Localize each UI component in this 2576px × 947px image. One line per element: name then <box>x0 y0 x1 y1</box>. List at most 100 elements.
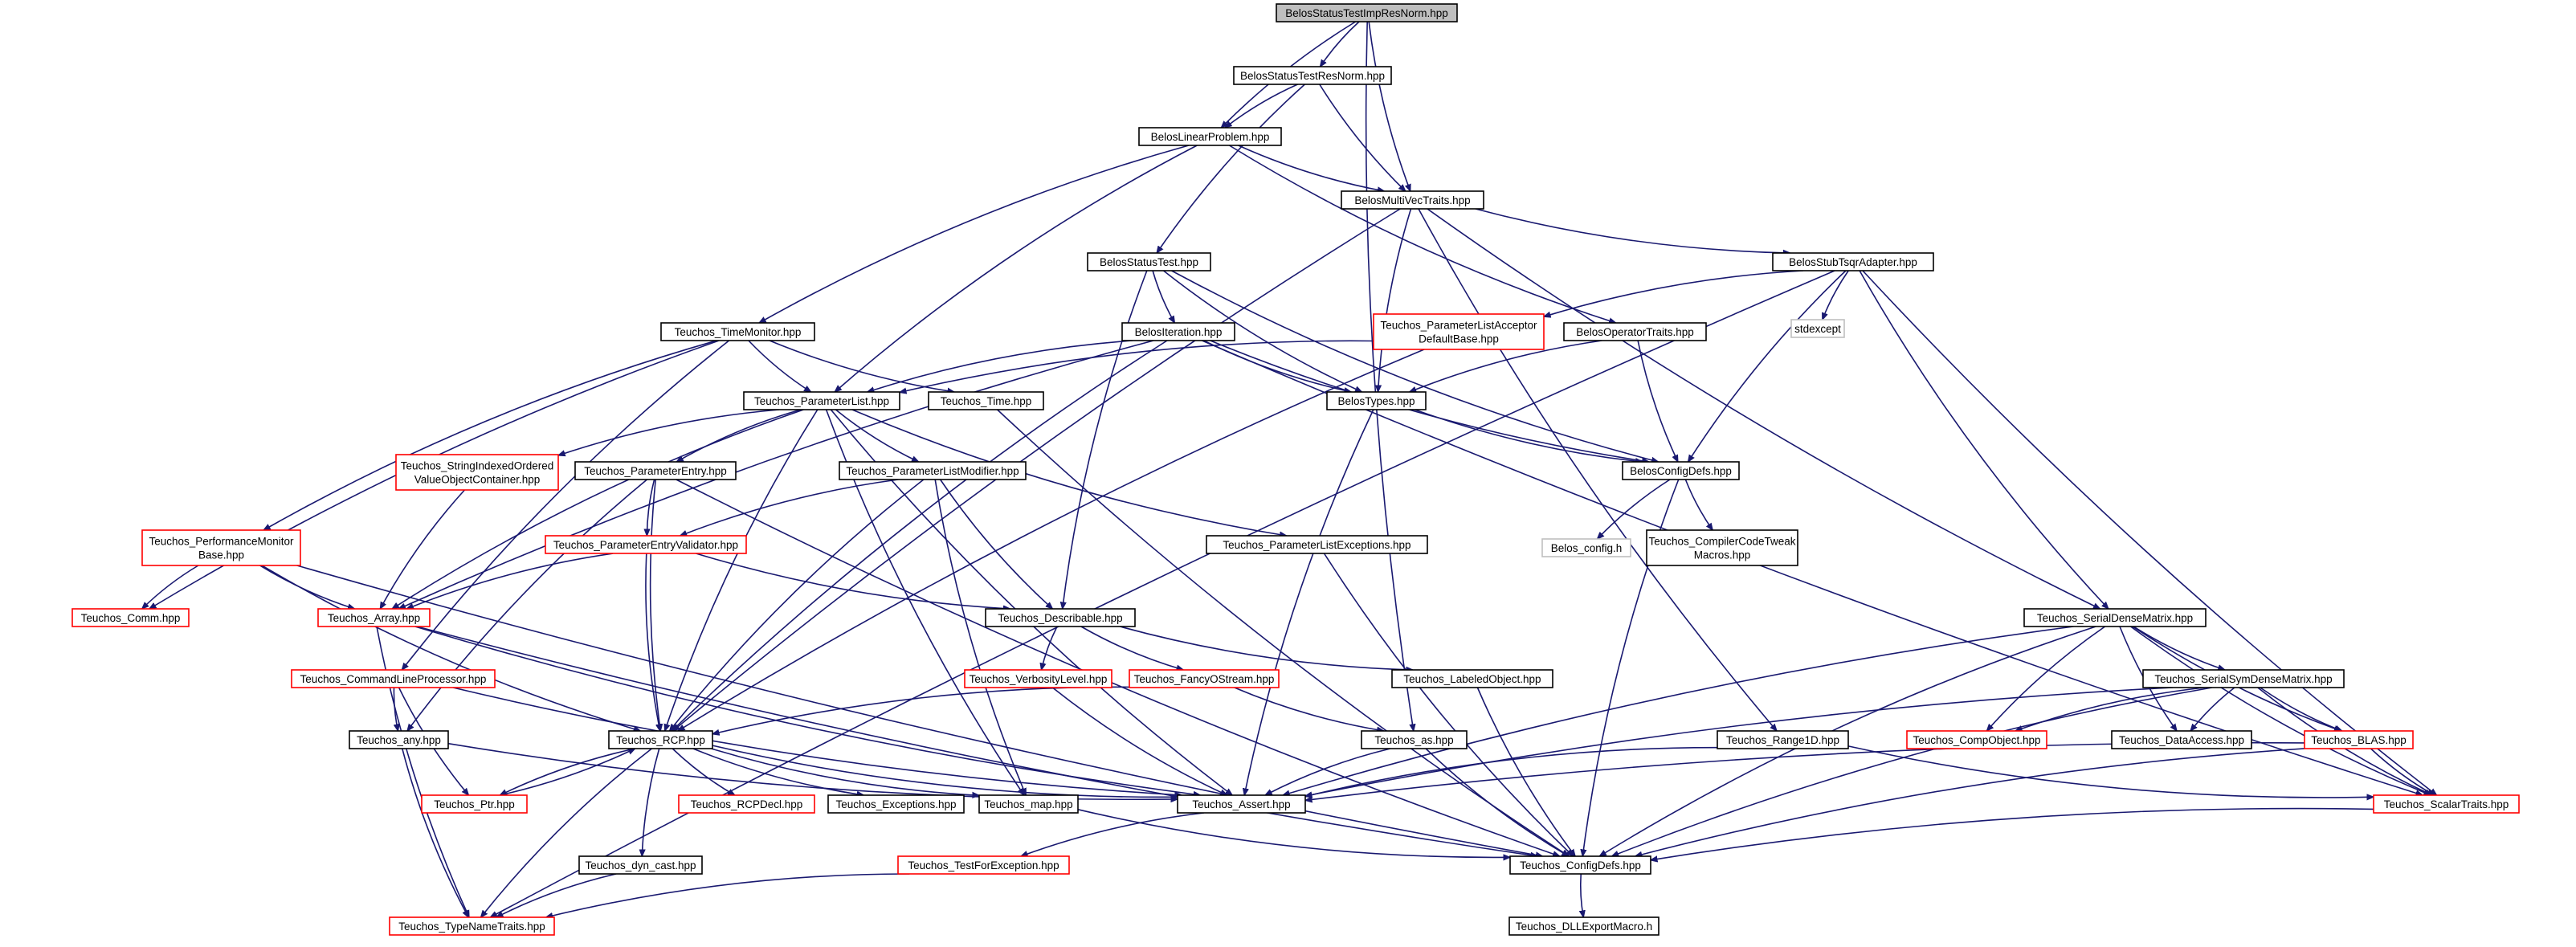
edge-line <box>407 479 648 731</box>
edge-root-to-mvtraits <box>1368 21 1410 191</box>
node-stdexcept[interactable]: stdexcept <box>1790 319 1845 338</box>
node-strindexed[interactable]: Teuchos_StringIndexedOrderedValueObjectC… <box>395 454 559 491</box>
edge-serialsym-to-dataaccess <box>2190 687 2235 731</box>
node-box <box>678 794 815 814</box>
edge-iteration-to-bconfig <box>1210 340 1649 462</box>
node-label: Teuchos_CompilerCodeTweak <box>1648 536 1795 548</box>
node-dataaccess[interactable]: Teuchos_DataAccess.hpp <box>2111 730 2252 749</box>
edge-range1d-to-scalartraits <box>1847 745 2374 798</box>
edge-line <box>1265 748 1391 795</box>
edge-line <box>868 340 1133 392</box>
edge-line <box>500 748 635 796</box>
node-rcp[interactable]: Teuchos_RCP.hpp <box>608 730 713 749</box>
node-mvtraits[interactable]: BelosMultiVecTraits.hpp <box>1341 190 1484 210</box>
node-root[interactable]: BelosStatusTestImpResNorm.hpp <box>1276 3 1458 22</box>
edge-optraits-to-btypes <box>1410 340 1602 393</box>
node-plmod[interactable]: Teuchos_ParameterListModifier.hpp <box>839 461 1027 480</box>
node-tas[interactable]: Teuchos_as.hpp <box>1361 730 1468 749</box>
node-belosconfig[interactable]: Belos_config.h <box>1541 538 1631 557</box>
node-label: Teuchos_map.hpp <box>984 798 1072 810</box>
edge-line <box>712 745 1178 797</box>
node-ttime[interactable]: Teuchos_Time.hpp <box>928 391 1044 410</box>
node-label: Teuchos_VerbosityLevel.hpp <box>970 673 1108 685</box>
node-box <box>71 608 190 627</box>
edge-tas-to-tconfig <box>1425 748 1569 856</box>
node-serialsym[interactable]: Teuchos_SerialSymDenseMatrix.hpp <box>2142 669 2345 688</box>
node-linprob[interactable]: BelosLinearProblem.hpp <box>1138 127 1282 146</box>
edge-tsqr-to-bconfig <box>1688 270 1847 462</box>
edge-line <box>1415 409 1642 462</box>
node-timemon[interactable]: Teuchos_TimeMonitor.hpp <box>660 322 815 341</box>
node-serialdense[interactable]: Teuchos_SerialDenseMatrix.hpp <box>2023 608 2207 627</box>
edge-btypes-to-bconfig <box>1415 409 1642 462</box>
node-box <box>1790 319 1845 338</box>
node-testforexc[interactable]: Teuchos_TestForException.hpp <box>897 855 1070 875</box>
edge-line <box>1323 553 1574 856</box>
edge-line <box>1171 270 1659 462</box>
node-typename[interactable]: Teuchos_TypeNameTraits.hpp <box>389 916 555 936</box>
node-resnorm[interactable]: BelosStatusTestResNorm.hpp <box>1233 66 1392 85</box>
node-describable[interactable]: Teuchos_Describable.hpp <box>985 608 1136 627</box>
node-verb[interactable]: Teuchos_VerbosityLevel.hpp <box>964 669 1112 688</box>
edge-line <box>1283 626 2074 795</box>
node-tsqr[interactable]: BelosStubTsqrAdapter.hpp <box>1772 252 1934 271</box>
edge-btypes-to-tassert <box>1244 409 1374 795</box>
node-box <box>1177 794 1306 814</box>
node-statustest[interactable]: BelosStatusTest.hpp <box>1087 252 1211 271</box>
node-box <box>2304 730 2414 749</box>
edge-line <box>645 553 660 731</box>
node-plist[interactable]: Teuchos_ParameterList.hpp <box>743 391 900 410</box>
node-texc[interactable]: Teuchos_Exceptions.hpp <box>827 794 965 814</box>
edge-linprob-to-mvtraits <box>1238 145 1385 191</box>
node-box <box>608 730 713 749</box>
node-label: Teuchos_Range1D.hpp <box>1726 734 1839 746</box>
node-bconfig[interactable]: BelosConfigDefs.hpp <box>1622 461 1740 480</box>
node-tmap[interactable]: Teuchos_map.hpp <box>978 794 1079 814</box>
node-label: Teuchos_dyn_cast.hpp <box>585 859 696 871</box>
node-comm[interactable]: Teuchos_Comm.hpp <box>71 608 190 627</box>
edge-line <box>261 565 640 731</box>
node-labeled[interactable]: Teuchos_LabeledObject.hpp <box>1391 669 1553 688</box>
edge-blas-to-scalartraits <box>2370 748 2435 795</box>
node-iteration[interactable]: BelosIteration.hpp <box>1121 322 1235 341</box>
node-range1d[interactable]: Teuchos_Range1D.hpp <box>1717 730 1849 749</box>
node-label: BelosStubTsqrAdapter.hpp <box>1789 256 1917 268</box>
node-tconfig[interactable]: Teuchos_ConfigDefs.hpp <box>1509 855 1651 875</box>
node-compobj[interactable]: Teuchos_CompObject.hpp <box>1906 730 2047 749</box>
node-blas[interactable]: Teuchos_BLAS.hpp <box>2304 730 2414 749</box>
node-rcpdecl[interactable]: Teuchos_RCPDecl.hpp <box>678 794 815 814</box>
edge-tany-to-typename <box>402 748 468 917</box>
node-optraits[interactable]: BelosOperatorTraits.hpp <box>1563 322 1707 341</box>
edge-line <box>642 748 660 856</box>
node-tarray[interactable]: Teuchos_Array.hpp <box>317 608 431 627</box>
node-tany[interactable]: Teuchos_any.hpp <box>349 730 449 749</box>
edge-line <box>1986 626 2106 731</box>
node-pentryval[interactable]: Teuchos_ParameterEntryValidator.hpp <box>545 535 747 554</box>
node-dyncast[interactable]: Teuchos_dyn_cast.hpp <box>578 855 703 875</box>
edge-tsqr-to-serialdense <box>1859 270 2109 609</box>
edge-rcp-to-tassert <box>712 745 1178 797</box>
node-clp[interactable]: Teuchos_CommandLineProcessor.hpp <box>291 669 496 688</box>
edge-plist-to-tarray <box>392 409 804 609</box>
edge-serialsym-to-blas <box>2260 687 2342 732</box>
edge-line <box>1077 809 1510 858</box>
node-label: BelosLinearProblem.hpp <box>1151 131 1270 143</box>
edge-tarray-to-typename <box>376 626 470 917</box>
node-box <box>964 669 1112 688</box>
node-placcept[interactable]: Teuchos_ParameterListAcceptorDefaultBase… <box>1373 313 1545 350</box>
edge-describable-to-fancy <box>1080 626 1183 670</box>
edge-line <box>1368 21 1410 191</box>
node-plexc[interactable]: Teuchos_ParameterListExceptions.hpp <box>1206 535 1428 554</box>
node-box <box>421 794 528 814</box>
edge-line <box>1637 340 1679 462</box>
node-scalartraits[interactable]: Teuchos_ScalarTraits.hpp <box>2373 794 2520 814</box>
node-ptr[interactable]: Teuchos_Ptr.hpp <box>421 794 528 814</box>
node-tassert[interactable]: Teuchos_Assert.hpp <box>1177 794 1306 814</box>
node-fancy[interactable]: Teuchos_FancyOStream.hpp <box>1129 669 1280 688</box>
node-btypes[interactable]: BelosTypes.hpp <box>1326 391 1427 410</box>
node-pentry[interactable]: Teuchos_ParameterEntry.hpp <box>574 461 737 480</box>
node-dllexport[interactable]: Teuchos_DLLExportMacro.h <box>1508 916 1659 936</box>
